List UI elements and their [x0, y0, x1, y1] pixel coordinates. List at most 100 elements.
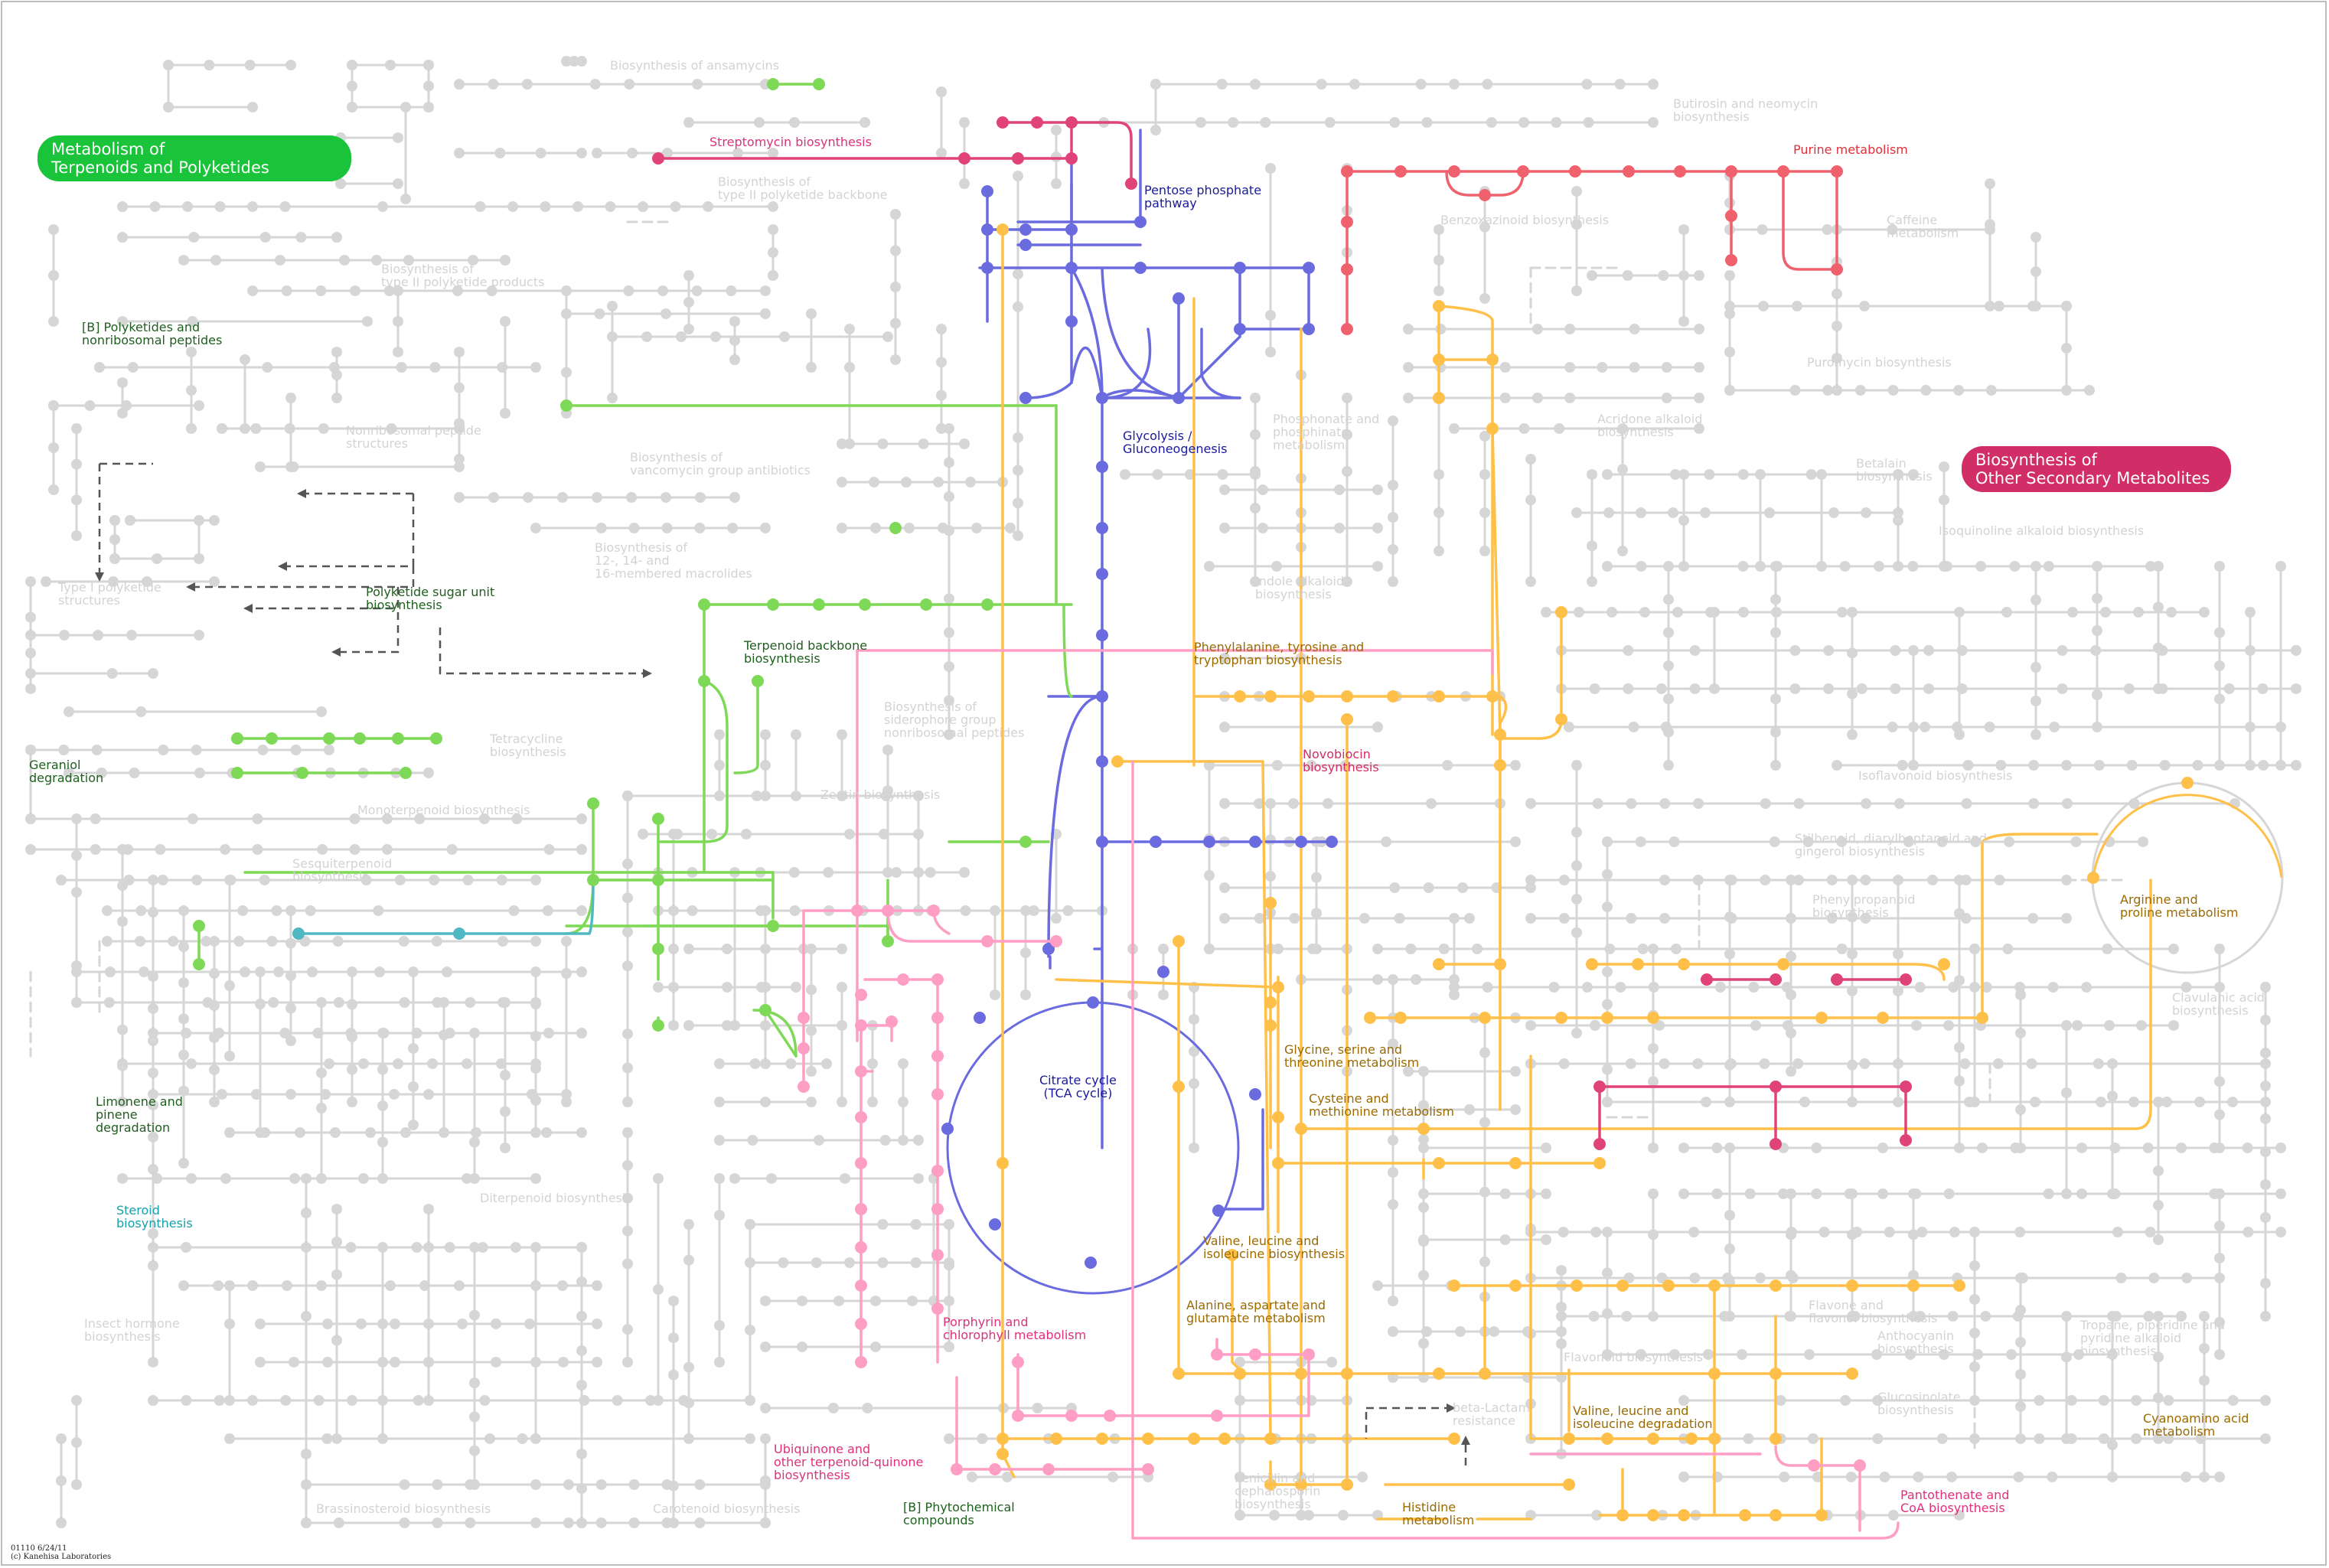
- amino-acid-orange-paths-node-65: [1938, 958, 1950, 970]
- label-acridone[interactable]: Acridone alkaloid biosynthesis: [1597, 412, 1703, 439]
- label-glycine-serine[interactable]: Glycine, serine and threonine metabolism: [1284, 1042, 1420, 1070]
- label-cyanoamino[interactable]: Cyanoamino acid metabolism: [2143, 1411, 2249, 1439]
- label-stilbenoid[interactable]: Stilbenoid, diarylheptanoid and gingerol…: [1795, 831, 1987, 859]
- label-benzoxazinoid[interactable]: Benzoxazinoid biosynthesis: [1440, 213, 1610, 227]
- label-type1-polyketide[interactable]: Type I polyketide structures: [58, 580, 161, 608]
- label-indole-alkaloid[interactable]: Indole alkaloid biosynthesis: [1255, 574, 1345, 601]
- terpenoid-path-node-7: [981, 598, 993, 611]
- streptomycin-path-node-3: [1065, 152, 1078, 165]
- pentose-glycolysis-path-node-12: [1173, 392, 1185, 404]
- label-penicillin[interactable]: Penicillin and cephalosporin biosynthesi…: [1235, 1471, 1321, 1511]
- label-sesquiterpenoid[interactable]: Sesquiterpenoid biosynthesis: [292, 856, 393, 884]
- label-tropane[interactable]: Tropane, piperidine and pyridine alkaloi…: [2080, 1318, 2225, 1358]
- pentose-glycolysis-path-edge-20: [1047, 695, 1104, 958]
- label-betalain[interactable]: Betalain biosynthesis: [1856, 456, 1933, 484]
- label-phytochemical[interactable]: [B] Phytochemical compounds: [903, 1500, 1015, 1527]
- purine-path-node-6: [1674, 165, 1686, 178]
- label-monoterpenoid[interactable]: Monoterpenoid biosynthesis: [357, 803, 530, 817]
- pentose-glycolysis-path-node-0: [981, 185, 993, 197]
- label-val-leu-biosynthesis[interactable]: Valine, leucine and isoleucine biosynthe…: [1203, 1234, 1346, 1261]
- label-ala-asp-glu[interactable]: Alanine, aspartate and glutamate metabol…: [1186, 1298, 1326, 1325]
- amino-acid-orange-paths-node-77: [1815, 1509, 1828, 1521]
- label-cysteine-methionine[interactable]: Cysteine and methionine metabolism: [1309, 1091, 1454, 1119]
- label-diterpenoid[interactable]: Diterpenoid biosynthesis: [480, 1191, 632, 1205]
- label-arginine-proline[interactable]: Arginine and proline metabolism: [2120, 892, 2239, 920]
- label-flavone[interactable]: Flavone and flavonol biosynthesis: [1809, 1298, 1938, 1325]
- label-streptomycin[interactable]: Streptomycin biosynthesis: [709, 135, 872, 149]
- label-geraniol[interactable]: Geraniol degradation: [29, 758, 104, 785]
- label-nrp-structures[interactable]: Nonribosomal peptide structures: [346, 423, 481, 451]
- amino-acid-orange-paths-node-83: [1264, 897, 1277, 909]
- label-pentose-phosphate[interactable]: Pentose phosphate pathway: [1144, 183, 1262, 210]
- label-porphyrin[interactable]: Porphyrin and chlorophyll metabolism: [943, 1315, 1087, 1342]
- label-butirosin[interactable]: Butirosin and neomycin biosynthesis: [1673, 96, 1819, 124]
- label-phe-tyr-trp[interactable]: Phenylalanine, tyrosine and tryptophan b…: [1194, 640, 1365, 667]
- amino-acid-orange-paths-node-33: [1647, 1012, 1659, 1024]
- label-purine[interactable]: Purine metabolism: [1793, 142, 1908, 157]
- pentose-glycolysis-path-edge-0: [986, 157, 1073, 231]
- label-polyketides-nrp[interactable]: [B] Polyketides and nonribosomal peptide…: [82, 320, 223, 347]
- label-citrate-cycle[interactable]: Citrate cycle (TCA cycle): [1039, 1073, 1117, 1100]
- label-clavulanic[interactable]: Clavulanic acid biosynthesis: [2172, 990, 2265, 1018]
- pentose-glycolysis-path-edge-10: [1200, 328, 1241, 399]
- amino-acid-orange-paths-node-1: [997, 1448, 1009, 1460]
- label-ubiquinone[interactable]: Ubiquinone and other terpenoid-quinone b…: [774, 1442, 924, 1482]
- label-glycolysis[interactable]: Glycolysis / Gluconeogenesis: [1123, 429, 1228, 456]
- badge-terpenoids-polyketides[interactable]: Metabolism of Terpenoids and Polyketides: [38, 135, 351, 181]
- label-zeatin[interactable]: Zeatin biosynthesis: [820, 787, 941, 802]
- label-insect-hormone[interactable]: Insect hormone biosynthesis: [84, 1316, 180, 1344]
- label-val-leu-degradation[interactable]: Valine, leucine and isoleucine degradati…: [1573, 1403, 1713, 1431]
- amino-acid-orange-paths-node-64: [1777, 958, 1789, 970]
- terpenoid-path-node-26: [231, 767, 243, 779]
- porphyrin-ubiquinone-path-node-3: [981, 935, 993, 947]
- label-siderophore[interactable]: Biosynthesis of siderophore group nonrib…: [884, 699, 1025, 740]
- label-caffeine[interactable]: Caffeine metabolism: [1887, 213, 1959, 240]
- terpenoid-path-node-10: [652, 813, 664, 825]
- label-vancomycin[interactable]: Biosynthesis of vancomycin group antibio…: [630, 450, 811, 478]
- pentose-glycolysis-path-node-14: [1234, 323, 1246, 335]
- label-carotenoid[interactable]: Carotenoid biosynthesis: [653, 1501, 801, 1516]
- terpenoid-path-node-4: [813, 598, 825, 611]
- badge-other-secondary-metabolites[interactable]: Biosynthesis of Other Secondary Metaboli…: [1962, 446, 2231, 492]
- label-histidine[interactable]: Histidine metabolism: [1402, 1500, 1475, 1527]
- amino-acid-orange-paths-node-59: [1907, 1280, 1920, 1292]
- label-novobiocin[interactable]: Novobiocin biosynthesis: [1303, 747, 1379, 774]
- label-isoflavonoid[interactable]: Isoflavonoid biosynthesis: [1858, 768, 2013, 783]
- background-compound-nodes: [25, 56, 2301, 1528]
- label-glucosinolate[interactable]: Glucosinolate biosynthesis: [1877, 1390, 1961, 1417]
- label-puromycin[interactable]: Puromycin biosynthesis: [1807, 355, 1952, 370]
- pentose-glycolysis-path-node-27: [1203, 836, 1215, 848]
- label-type2-backbone[interactable]: Biosynthesis of type II polyketide backb…: [718, 174, 888, 202]
- amino-acid-orange-paths-node-42: [1173, 1368, 1185, 1380]
- amino-acid-orange-paths-edge-28: [1590, 963, 1946, 981]
- pentose-glycolysis-path-node-15: [1303, 262, 1315, 274]
- label-phosphonate[interactable]: Phosphonate and phosphinate metabolism: [1273, 412, 1380, 452]
- label-steroid[interactable]: Steroid biosynthesis: [116, 1203, 193, 1231]
- tca-cycle-nodes-node-1: [1157, 966, 1169, 978]
- label-limonene[interactable]: Limonene and pinene degradation: [96, 1094, 183, 1135]
- terpenoid-path-node-23: [354, 732, 366, 745]
- label-pantothenate[interactable]: Pantothenate and CoA biosynthesis: [1900, 1488, 2010, 1515]
- label-anthocyanin[interactable]: Anthocyanin biosynthesis: [1877, 1328, 1955, 1356]
- purine-path-node-5: [1623, 165, 1635, 178]
- pentose-glycolysis-path-node-11: [1173, 292, 1185, 305]
- novobiocin-other-magenta-node-3: [1900, 973, 1912, 986]
- porphyrin-ubiquinone-path-node-38: [1042, 1463, 1055, 1475]
- amino-acid-orange-paths-node-86: [1218, 1433, 1231, 1445]
- label-beta-lactam[interactable]: beta-Lactam resistance: [1453, 1400, 1531, 1428]
- label-brassinosteroid[interactable]: Brassinosteroid biosynthesis: [316, 1501, 491, 1516]
- label-flavonoid[interactable]: Flavonoid biosynthesis: [1564, 1350, 1704, 1364]
- terpenoid-path-edge-3: [657, 680, 729, 843]
- label-ansamycins[interactable]: Biosynthesis of ansamycins: [610, 58, 779, 73]
- label-macrolides[interactable]: Biosynthesis of 12-, 14- and 16-membered…: [595, 540, 752, 581]
- label-isoquinoline[interactable]: Isoquinoline alkaloid biosynthesis: [1939, 523, 2145, 538]
- pentose-glycolysis-path-node-22: [1096, 690, 1108, 703]
- label-polyketide-sugar[interactable]: Polyketide sugar unit biosynthesis: [366, 585, 495, 612]
- label-type2-products[interactable]: Biosynthesis of type II polyketide produ…: [381, 262, 545, 289]
- porphyrin-ubiquinone-path-node-4: [1050, 935, 1062, 947]
- label-phenylpropanoid[interactable]: Phenylpropanoid biosynthesis: [1812, 892, 1916, 920]
- label-terpenoid-backbone[interactable]: Terpenoid backbone biosynthesis: [744, 638, 868, 666]
- label-tetracycline[interactable]: Tetracycline biosynthesis: [490, 732, 566, 759]
- streptomycin-path-node-7: [1125, 178, 1137, 190]
- porphyrin-ubiquinone-path-node-40: [1808, 1459, 1820, 1472]
